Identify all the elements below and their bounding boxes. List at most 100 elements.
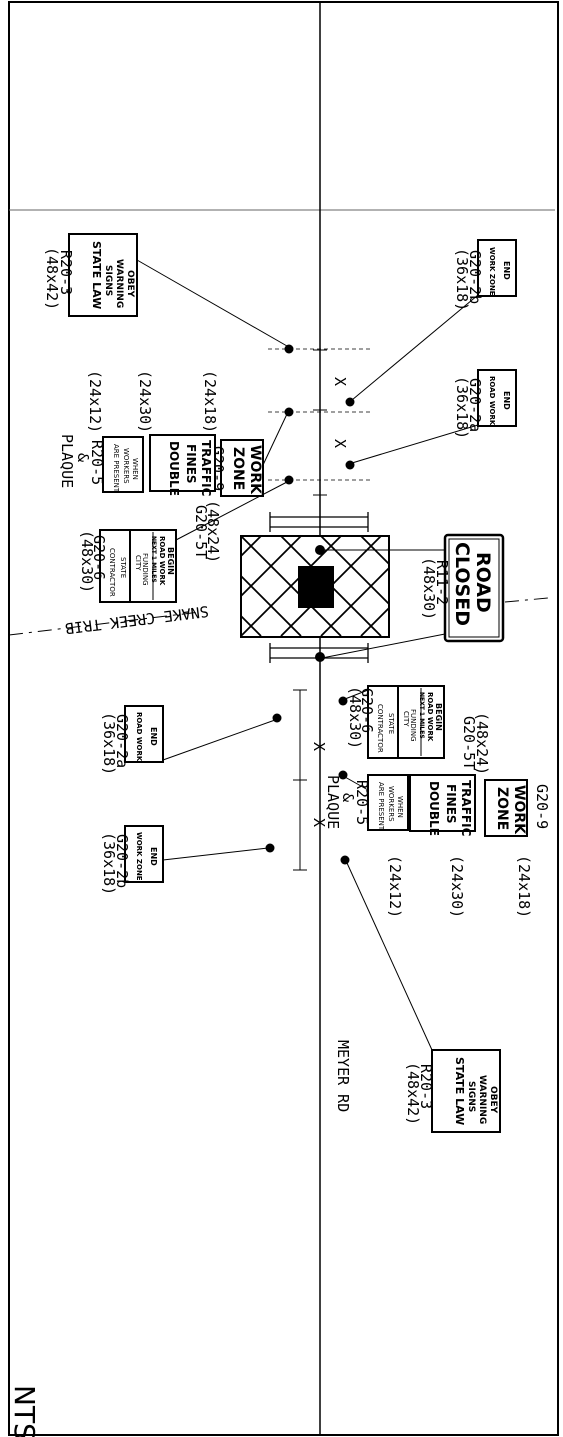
obey-leader-south	[346, 862, 433, 1051]
traffic-fines-sign-south: TRAFFIC FINES DOUBLE	[409, 774, 476, 837]
begin-size-south: (48x24)	[473, 712, 491, 775]
plaque-amp-south: &	[339, 793, 357, 802]
obey-size-south: (48x42)	[404, 1062, 422, 1125]
workers-plaque-north: WHEN WORKERS ARE PRESENT	[102, 436, 144, 493]
end-road-work-size-north: (36x18)	[453, 376, 471, 439]
svg-text:NEXT 1 MILES: NEXT 1 MILES	[150, 536, 157, 583]
workers-code-north: R20-5	[88, 440, 106, 485]
sign-post-north-closed	[315, 545, 325, 555]
sign-post-end-roadwork-north	[345, 460, 355, 470]
svg-text:BEGIN: BEGIN	[166, 547, 175, 575]
barricade-north	[269, 512, 369, 532]
funding-size-south: (48x30)	[346, 686, 364, 749]
end-work-zone-size-south: (36x18)	[100, 832, 118, 895]
work-zone-size-south: (24x18)	[515, 855, 533, 918]
workers-plaque-south: WHEN WORKERS ARE PRESENT	[367, 774, 409, 831]
svg-text:WORK ZONE: WORK ZONE	[135, 832, 143, 881]
svg-text:SIGNS: SIGNS	[103, 265, 113, 296]
svg-text:WHEN: WHEN	[396, 796, 404, 818]
svg-text:ARE PRESENT: ARE PRESENT	[112, 444, 120, 493]
svg-text:ARE PRESENT: ARE PRESENT	[377, 782, 385, 831]
svg-text:ROAD WORK: ROAD WORK	[426, 692, 434, 742]
end-road-work-size-south: (36x18)	[100, 712, 118, 775]
svg-text:ZONE: ZONE	[230, 447, 246, 490]
svg-text:WORKERS: WORKERS	[387, 786, 395, 822]
road-closed-line2: CLOSED	[451, 542, 473, 626]
end-road-work-code-north: G20-2a	[466, 378, 484, 432]
svg-text:CITY: CITY	[402, 711, 410, 727]
workers-size-south: (24x12)	[386, 855, 404, 918]
closed-bridge-area	[240, 535, 390, 638]
work-zone-sign-north: WORK ZONE	[220, 439, 264, 497]
drawing-border	[8, 1, 559, 1436]
begin-road-work-sign-north: BEGIN ROAD WORK NEXT 1 MILES FUNDING CIT…	[129, 529, 177, 603]
svg-text:WORK ZONE: WORK ZONE	[488, 247, 496, 296]
sign-post-end-roadwork-south	[272, 713, 282, 723]
spacing-x-south-2: X	[310, 818, 328, 827]
svg-text:SIGNS: SIGNS	[466, 1081, 476, 1112]
creek-line	[8, 611, 201, 636]
sign-post-south-closed	[315, 652, 325, 662]
svg-text:TRAFFIC: TRAFFIC	[459, 780, 473, 837]
end-road-work-sign-south: END ROAD WORK	[124, 705, 164, 763]
end-work-zone-size-north: (36x18)	[453, 248, 471, 311]
svg-text:ROAD WORK: ROAD WORK	[158, 536, 166, 586]
obey-leader-north	[136, 259, 288, 347]
end-road-work-code-south: G20-2a	[113, 714, 131, 768]
svg-text:NEXT 1 MILES: NEXT 1 MILES	[418, 692, 425, 739]
svg-text:STATE: STATE	[387, 713, 395, 734]
end-work-zone-leader-north	[351, 294, 479, 401]
svg-text:CITY: CITY	[134, 555, 142, 571]
road-closed-line1: ROAD	[472, 552, 494, 613]
svg-text:END: END	[502, 391, 511, 410]
svg-text:TRAFFIC: TRAFFIC	[199, 440, 213, 497]
svg-text:DOUBLE: DOUBLE	[427, 781, 441, 836]
svg-text:FINES: FINES	[444, 784, 458, 824]
svg-text:WORK: WORK	[511, 785, 527, 835]
funding-sign-north: STATE CONTRACTOR	[99, 529, 131, 603]
scale-note: NTS	[8, 1385, 41, 1437]
funding-code-south: G20-6	[358, 688, 376, 733]
end-work-zone-leader-south	[162, 847, 269, 861]
funding-sign-south: STATE CONTRACTOR	[367, 685, 399, 759]
fines-leader-south	[344, 776, 369, 791]
begin-code-north: G20-5T	[192, 505, 210, 559]
road-closed-sign: ROAD CLOSED	[443, 533, 505, 643]
fines-size-south: (24x30)	[448, 855, 466, 918]
svg-text:OBEY: OBEY	[125, 270, 135, 298]
end-work-zone-sign-south: END WORK ZONE	[124, 825, 164, 883]
begin-size-north: (48x24)	[204, 500, 222, 563]
end-work-zone-code-south: G20-2b	[113, 834, 131, 888]
obey-warning-sign-south: OBEY WARNING SIGNS STATE LAW	[431, 1049, 501, 1133]
work-zone-sign-south: WORK ZONE	[484, 779, 528, 837]
spacing-x-north-1: X	[331, 377, 349, 386]
spacing-x-north-2: X	[331, 439, 349, 448]
work-zone-size-north: (24x18)	[201, 370, 219, 433]
sign-post-end-workzone-south	[265, 843, 275, 853]
svg-text:END: END	[149, 727, 158, 746]
svg-text:WARNING: WARNING	[477, 1075, 487, 1124]
end-road-work-sign-north: END ROAD WORK	[477, 369, 517, 427]
svg-text:BEGIN: BEGIN	[434, 703, 443, 731]
obey-size-north: (48x42)	[43, 247, 61, 310]
svg-text:WHEN: WHEN	[131, 458, 139, 480]
svg-text:CONTRACTOR: CONTRACTOR	[376, 704, 384, 753]
traffic-fines-sign-north: TRAFFIC FINES DOUBLE	[149, 434, 216, 497]
spacing-dimension-north	[313, 349, 327, 496]
svg-text:CONTRACTOR: CONTRACTOR	[108, 548, 116, 597]
svg-text:WORKERS: WORKERS	[122, 448, 130, 484]
end-work-zone-sign-north: END WORK ZONE	[477, 239, 517, 297]
svg-text:FUNDING: FUNDING	[409, 709, 417, 742]
end-road-work-leader-south	[162, 719, 276, 761]
svg-text:STATE: STATE	[119, 557, 127, 578]
end-work-zone-code-north: G20-2b	[466, 250, 484, 304]
svg-text:FINES: FINES	[184, 444, 198, 484]
creek-line-east	[504, 597, 549, 603]
svg-text:ROAD WORK: ROAD WORK	[135, 712, 143, 762]
svg-text:STATE LAW: STATE LAW	[90, 241, 103, 309]
begin-leader-north	[175, 481, 288, 541]
spacing-dimension-south	[293, 689, 307, 871]
plaque-word-south: PLAQUE	[324, 775, 342, 829]
road-closed-size: (48x30)	[420, 557, 438, 620]
